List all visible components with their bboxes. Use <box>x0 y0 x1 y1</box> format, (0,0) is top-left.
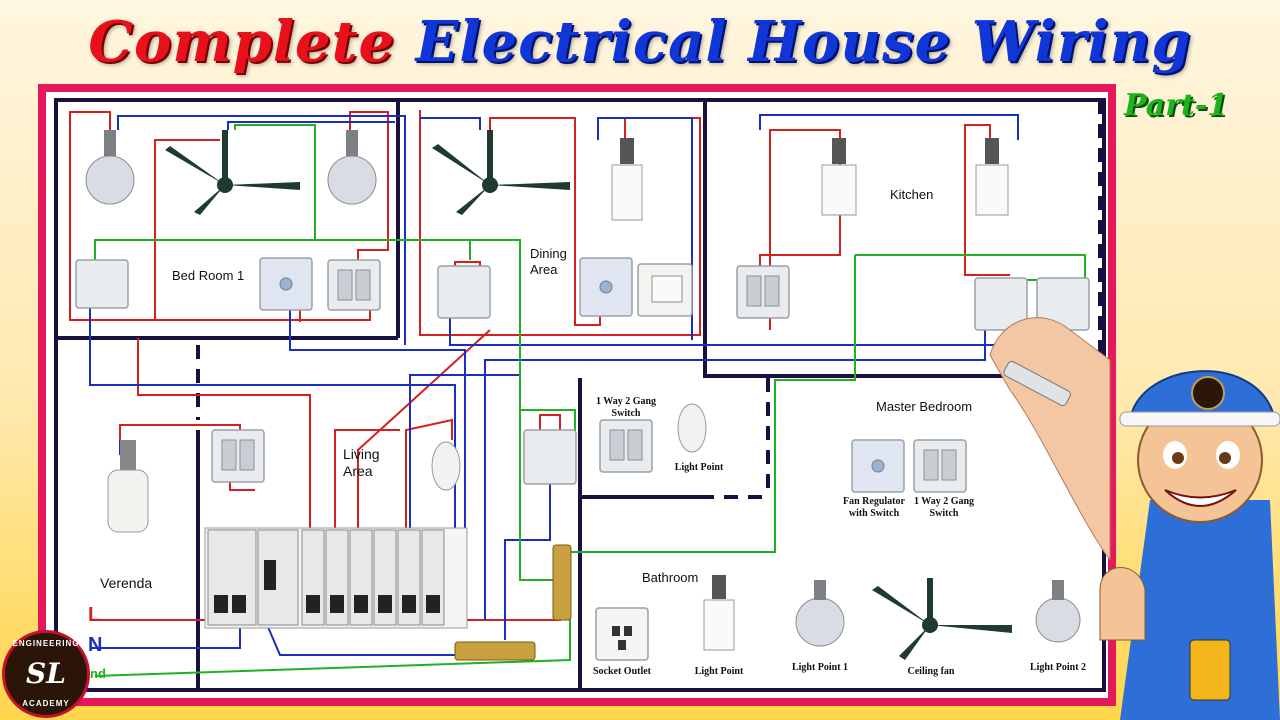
ceiling-fans <box>165 130 1012 660</box>
label-verenda: Verenda <box>100 575 153 591</box>
label-bedroom1: Bed Room 1 <box>172 268 245 283</box>
label-light-point-1: Light Point 1 <box>791 662 849 673</box>
part-label: Part-1 <box>1124 88 1229 123</box>
distribution-board <box>204 527 572 661</box>
label-bathroom: Bathroom <box>642 570 699 585</box>
logo-bottom-text: ACADEMY <box>22 699 70 708</box>
main-title: Complete Electrical House Wiring <box>0 2 1280 82</box>
label-dining-area: Dining Area <box>530 246 567 277</box>
label-ceiling-fan: Ceiling fan <box>907 666 955 677</box>
engineering-academy-logo: ENGINEERING SL ACADEMY <box>2 630 90 718</box>
label-earth: nd <box>90 666 106 681</box>
label-neutral: N <box>88 634 103 656</box>
label-light-point-2: Light Point 2 <box>1029 662 1087 673</box>
mascot-electrician-icon <box>1099 370 1280 720</box>
title-house-wiring: Electrical House Wiring <box>415 9 1192 75</box>
label-kitchen: Kitchen <box>890 187 934 202</box>
label-light-point-a: Light Point <box>674 462 724 473</box>
hand-icon <box>989 317 1111 562</box>
logo-top-text: ENGINEERING <box>12 639 80 648</box>
label-line: L <box>88 604 101 626</box>
label-light-point-b: Light Point <box>694 666 744 677</box>
earth-wires <box>94 124 1086 677</box>
label-socket-outlet: Socket Outlet <box>592 666 652 677</box>
label-1way-2gang-switch-b: 1 Way 2 Gang Switch <box>913 496 975 519</box>
label-living-area: Living Area <box>343 446 380 479</box>
logo-mark: SL <box>26 657 66 690</box>
label-fan-regulator: Fan Regulator with Switch <box>843 496 905 519</box>
title-complete: Complete <box>88 9 396 75</box>
label-1way-2gang-switch-a: 1 Way 2 Gang Switch <box>595 396 657 419</box>
bulbs <box>85 130 1081 651</box>
label-master-bedroom: Master Bedroom <box>876 399 973 414</box>
